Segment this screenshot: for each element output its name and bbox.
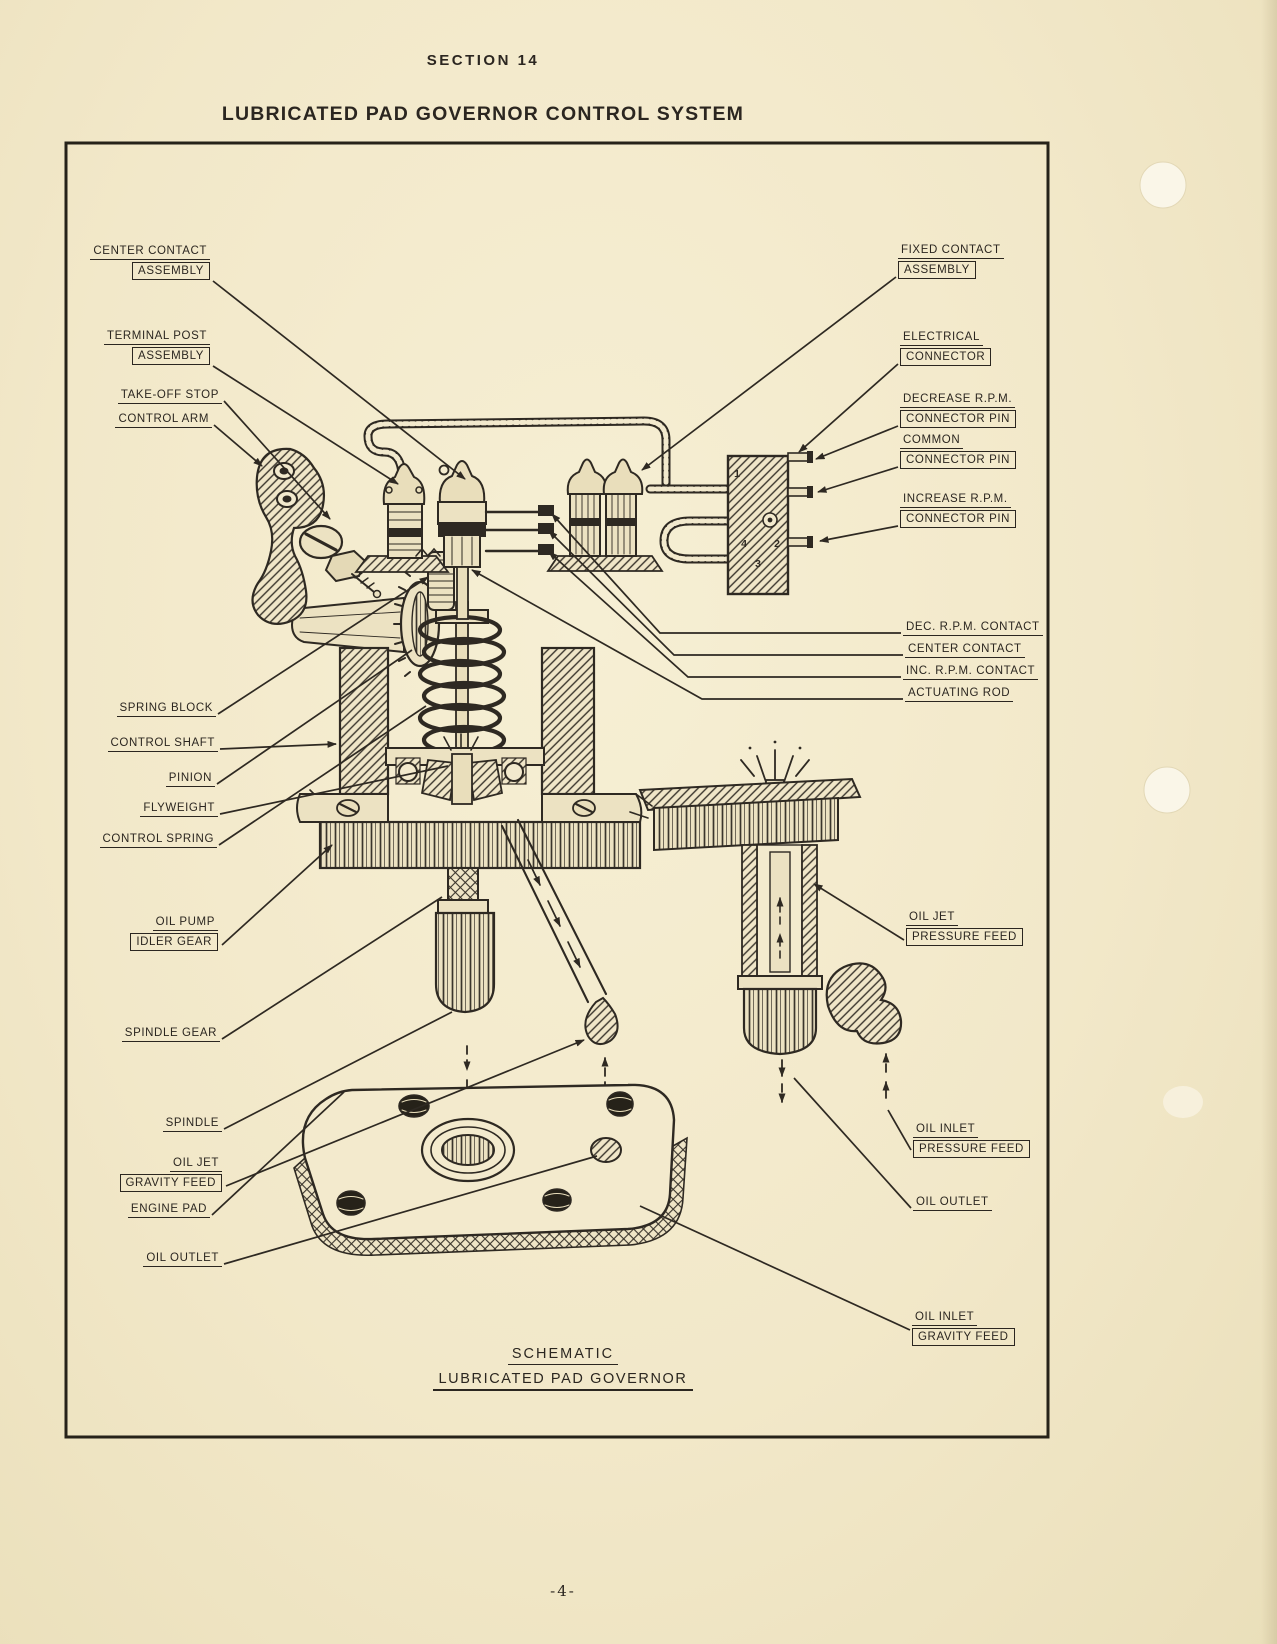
connector-pin-number: 2: [774, 538, 780, 550]
leader-line-common-connector-pin: [817, 466, 899, 493]
leader-line-electrical-connector: [798, 363, 899, 453]
leader-line-control-spring: [218, 705, 427, 846]
spindle-neck: [447, 867, 479, 901]
leader-line-decrease-rpm-connector-pin: [815, 425, 899, 460]
pressure-feed-governor: [629, 740, 903, 1103]
leader-line-spindle: [223, 1011, 453, 1130]
figure-frame: [64, 141, 1050, 1439]
leader-line-center-contact: [548, 530, 903, 656]
leader-line-control-arm: [213, 424, 263, 467]
governor-cutaway-art: [251, 416, 903, 1257]
punch-hole-top: [1139, 161, 1187, 209]
screw-slot-left: [338, 802, 358, 814]
scan-edge-shade: [1261, 0, 1277, 1644]
page-title: LUBRICATED PAD GOVERNOR CONTROL SYSTEM: [221, 103, 745, 125]
leader-line-oil-inlet-pressure-feed: [887, 1109, 912, 1151]
take-off-stop-screw: [298, 524, 382, 599]
housing-left: [338, 646, 390, 796]
section-heading: SECTION 14: [426, 52, 540, 69]
leader-line-oil-jet-pressure-feed: [813, 883, 905, 941]
figure-caption-line2: LUBRICATED PAD GOVERNOR: [0, 1371, 1126, 1391]
engine-pad-plate: [293, 1083, 688, 1257]
connector-pin-number: 4: [741, 538, 747, 550]
leader-line-take-off-stop: [223, 400, 331, 520]
page-number: -4-: [550, 1582, 576, 1600]
leader-line-fixed-contact-assembly: [641, 276, 897, 471]
oil-spray-center: [443, 733, 479, 751]
connector-pin-number: 3: [755, 558, 761, 570]
housing-right: [540, 646, 596, 796]
spindle-collar: [437, 899, 489, 914]
flyweight-left: [420, 759, 458, 802]
ball-bearing-left: [398, 762, 418, 782]
leader-line-terminal-post-assembly: [212, 365, 399, 485]
control-shaft-part: [290, 596, 405, 654]
leader-line-center-contact-assembly: [212, 280, 466, 480]
gear-band-main: [318, 820, 642, 870]
leader-line-actuating-rod: [471, 569, 903, 700]
figure-caption-text1: SCHEMATIC: [507, 1346, 619, 1365]
braided-cable: [363, 416, 735, 564]
oil-droplet: [584, 996, 619, 1046]
ball-bearing-right: [504, 762, 524, 782]
leader-line-spring-block: [217, 576, 429, 715]
leader-line-oil-jet-gravity-feed: [225, 1039, 585, 1187]
flyweight-right: [466, 759, 504, 802]
figure-caption-line1: SCHEMATIC: [0, 1346, 1126, 1365]
leader-line-oil-outlet-right: [793, 1077, 912, 1209]
punch-hole-bottom: [1163, 1086, 1203, 1118]
punch-hole-middle: [1143, 766, 1191, 814]
electrical-connector-block: [726, 451, 813, 596]
spindle-top: [451, 753, 473, 805]
leader-line-inc-rpm-contact: [548, 551, 901, 678]
control-spring-coil: [417, 614, 507, 756]
leader-line-pinion: [216, 649, 413, 785]
leader-line-oil-pump-idler-gear: [221, 844, 333, 946]
oil-jet-tube: [500, 818, 608, 1004]
screw-slot-right: [574, 802, 594, 814]
leader-line-control-shaft: [219, 740, 337, 750]
terminal-post-part: [354, 463, 450, 573]
center-contact-part: [415, 460, 554, 620]
leader-lines: [211, 276, 912, 1331]
leader-line-flyweight: [219, 765, 449, 815]
leader-line-oil-inlet-gravity-feed: [639, 1205, 911, 1331]
connector-pin-numbers: 1 43 2: [734, 468, 780, 570]
leader-line-oil-outlet-left: [223, 1155, 598, 1265]
leader-line-engine-pad: [211, 1091, 345, 1216]
connector-pin-number: 1: [734, 468, 740, 480]
figure-caption-text2: LUBRICATED PAD GOVERNOR: [432, 1371, 694, 1391]
leader-line-increase-rpm-connector-pin: [819, 525, 899, 543]
oil-scoop: [825, 962, 903, 1045]
spindle-splines: [434, 911, 496, 1014]
leader-line-dec-rpm-contact: [551, 513, 901, 634]
fixed-contact-part: [546, 458, 664, 572]
leader-line-spindle-gear: [221, 896, 443, 1040]
